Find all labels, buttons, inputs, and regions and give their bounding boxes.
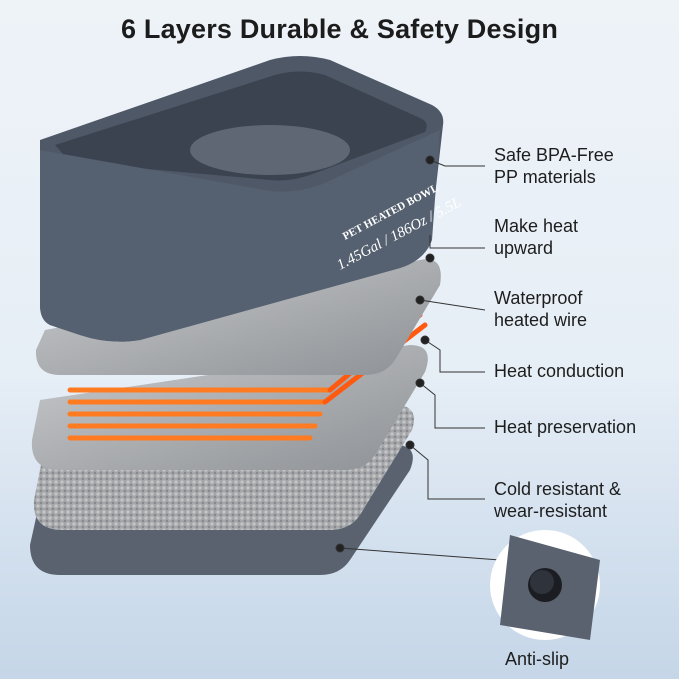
bowl [40,56,444,342]
layer-label-heat-conduction: Heat conduction [494,361,625,381]
page-title: 6 Layers Durable & Safety Design [120,14,559,44]
anti-slip-label: Anti-slip [505,649,570,669]
anti-slip-inset [490,530,600,640]
layer-label-heat-preservation: Heat preservation [494,417,637,437]
upward-plate [35,259,441,375]
layer-label-cold-resistant: Cold resistant &wear-resistant [494,479,622,521]
leader-lines [335,155,501,561]
